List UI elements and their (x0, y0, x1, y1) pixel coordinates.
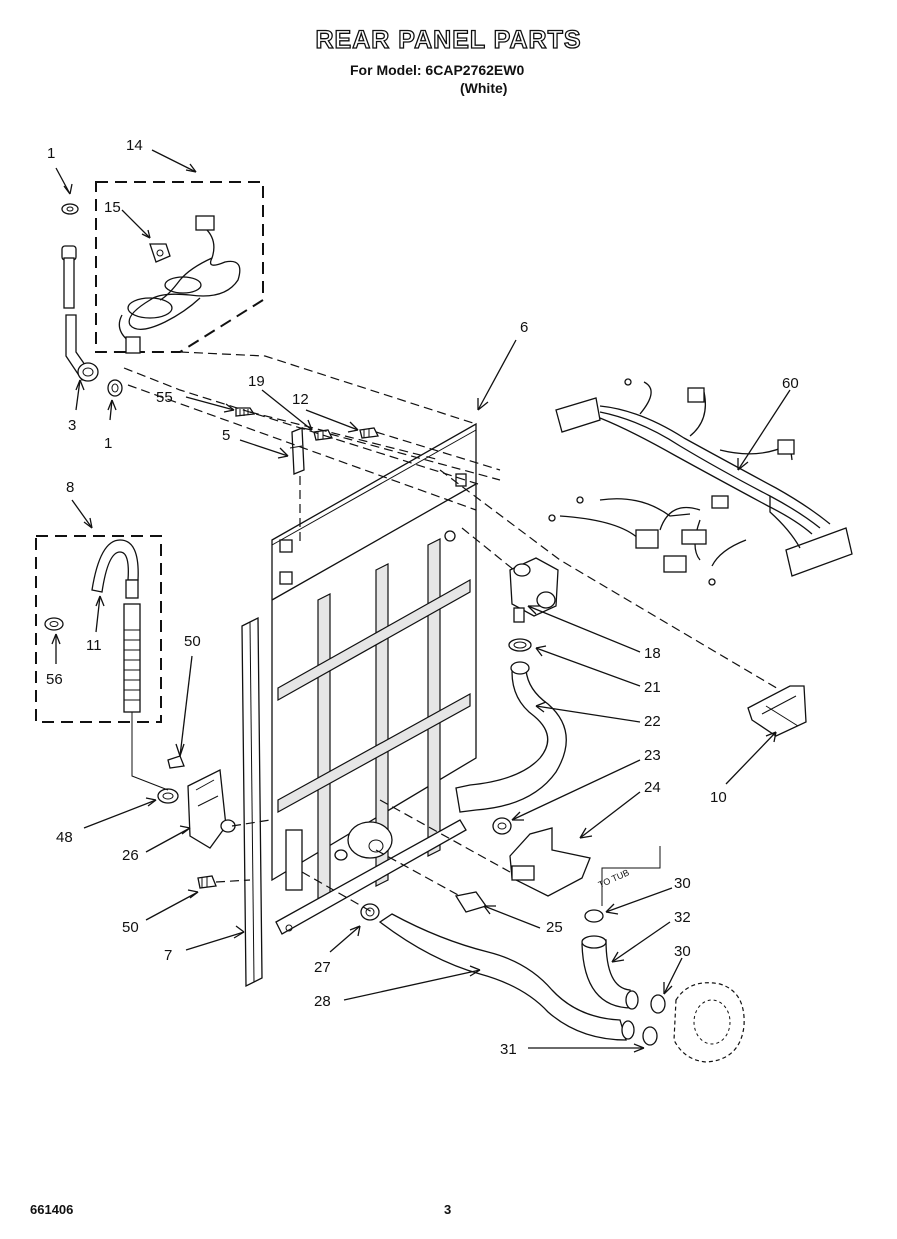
callout-30-upper: 30 (674, 875, 691, 892)
water-valve-part-18 (509, 557, 559, 623)
callout-32: 32 (674, 909, 691, 926)
clamp-part-27 (360, 903, 380, 921)
clamp-part-21 (508, 638, 532, 652)
callout-11: 11 (86, 637, 102, 654)
callout-3: 3 (68, 417, 76, 434)
valve-stem-part-8 (123, 603, 141, 713)
leader-lines (51, 149, 791, 1053)
hose-part-32 (581, 935, 639, 1010)
part-10 (747, 685, 807, 737)
callout-21: 21 (644, 679, 661, 696)
panel-bottom-rail (275, 819, 467, 935)
callout-26: 26 (122, 847, 139, 864)
clip-part-5 (289, 427, 305, 475)
callout-27: 27 (314, 959, 331, 976)
callout-1-top: 1 (47, 145, 55, 162)
callout-24: 24 (644, 779, 661, 796)
clamp-part-30-upper (584, 909, 604, 923)
power-cord-part-14 (118, 215, 241, 354)
callout-50-upper: 50 (184, 633, 201, 650)
callout-60: 60 (782, 375, 799, 392)
clamp-part-30-lower (650, 994, 666, 1014)
callout-56: 56 (46, 671, 63, 688)
washer-part-1-top (61, 203, 79, 215)
clamp-part-31 (621, 1020, 658, 1046)
callout-55: 55 (156, 389, 173, 406)
clamp-part-48 (157, 788, 179, 804)
color-line: (White) (460, 80, 508, 96)
rear-panel-part-6 (271, 422, 477, 907)
to-tub-leader (601, 846, 661, 906)
callout-6: 6 (520, 319, 528, 336)
side-strip-part-7 (241, 616, 263, 988)
callout-14: 14 (126, 137, 143, 154)
callout-30-lower: 30 (674, 943, 691, 960)
callout-25: 25 (546, 919, 563, 936)
hose-connector-part-3 (61, 245, 99, 382)
pump-outline (673, 982, 745, 1063)
group-box-14 (95, 181, 264, 353)
callout-18: 18 (644, 645, 661, 662)
washer-part-1-lower (107, 379, 123, 397)
wiring-harness-part-60 (548, 378, 853, 586)
page-title: REAR PANEL PARTS (315, 25, 582, 54)
callout-12: 12 (292, 391, 309, 408)
bracket-part-26 (187, 768, 236, 849)
bracket-part-24 (509, 827, 591, 897)
group-box-8 (35, 535, 162, 723)
model-line: For Model: 6CAP2762EW0 (350, 62, 525, 78)
callout-15: 15 (104, 199, 121, 216)
cord-clip-part-15 (149, 243, 171, 263)
clamp-part-23 (492, 817, 512, 835)
screw-part-55 (235, 407, 256, 417)
screw-part-12 (359, 427, 379, 439)
callout-5: 5 (222, 427, 230, 444)
callout-31: 31 (500, 1041, 517, 1058)
screw-part-50-lower (197, 875, 217, 889)
callout-10: 10 (710, 789, 727, 806)
callout-50-lower: 50 (122, 919, 139, 936)
callout-23: 23 (644, 747, 661, 764)
screw-part-50-upper (167, 755, 185, 769)
clamp-part-56 (44, 617, 64, 631)
page-number: 3 (444, 1202, 452, 1217)
callout-19: 19 (248, 373, 265, 390)
callout-28: 28 (314, 993, 331, 1010)
assembly-lines (123, 351, 781, 913)
part-25 (454, 891, 488, 913)
hose-part-11 (91, 539, 139, 599)
callout-48: 48 (56, 829, 73, 846)
callout-22: 22 (644, 713, 661, 730)
callout-7: 7 (164, 947, 172, 964)
doc-number: 661406 (30, 1202, 74, 1217)
callout-8: 8 (66, 479, 74, 496)
callout-labels: 1 14 15 3 1 55 19 12 5 6 60 8 11 56 50 4… (46, 137, 799, 1058)
callout-1-lower: 1 (104, 435, 112, 452)
